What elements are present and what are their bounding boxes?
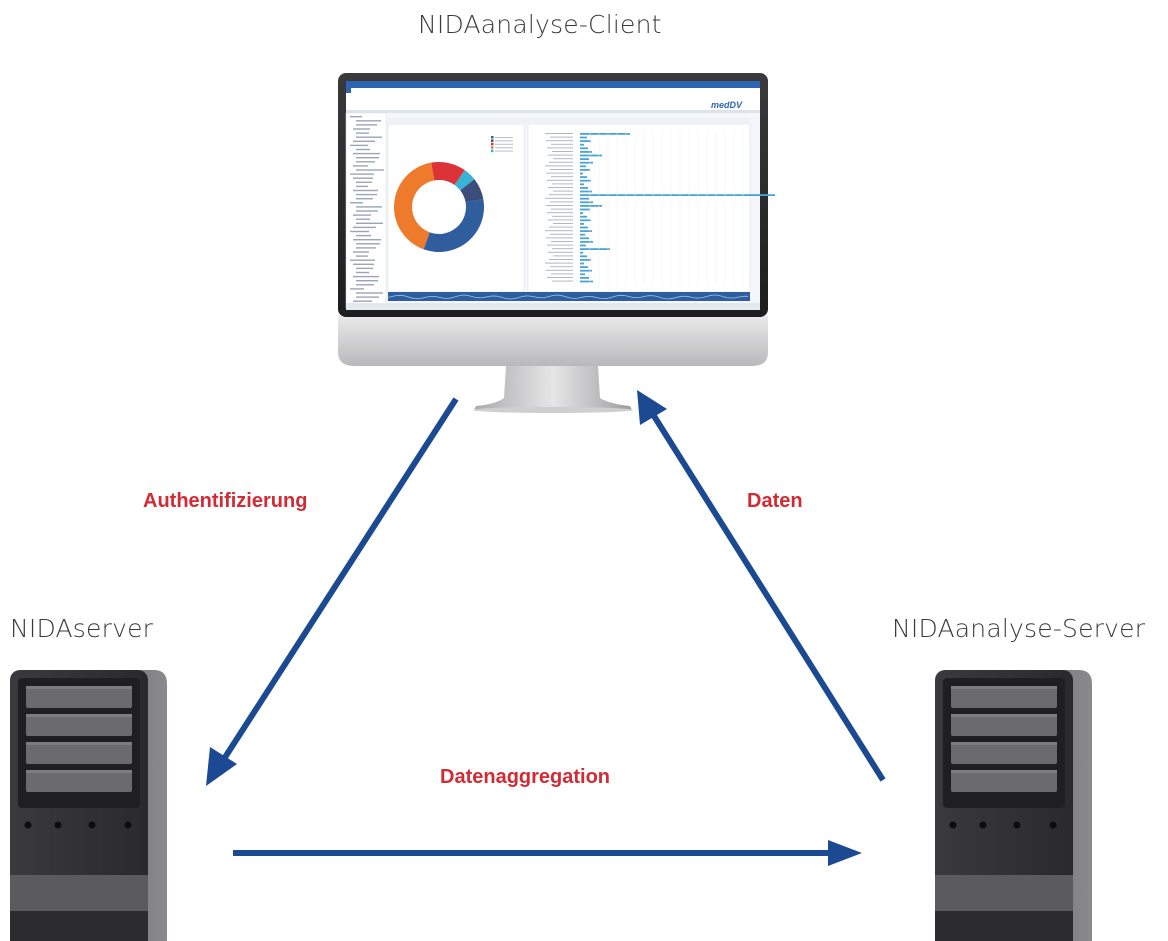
led [54, 821, 62, 829]
bar-16 [580, 190, 592, 193]
donut-slice-0 [394, 162, 435, 250]
bar-41 [580, 280, 593, 283]
led [949, 821, 957, 829]
drive-bay [951, 686, 1057, 708]
bar-9 [580, 165, 586, 168]
bar-36 [580, 262, 584, 265]
bar-27 [580, 230, 592, 232]
nidaserver-title: NIDAserver [10, 614, 154, 643]
arrow-aggregation [233, 840, 862, 866]
bar-19 [580, 201, 593, 204]
bar-24 [580, 219, 591, 222]
bar-15 [580, 187, 588, 189]
led [88, 821, 96, 829]
bar-12 [580, 176, 587, 178]
bar-7 [580, 158, 589, 160]
bar-2 [580, 140, 591, 142]
bar-33 [580, 251, 583, 254]
bar-22 [580, 212, 583, 214]
drive-bay [951, 770, 1057, 792]
bar-28 [580, 233, 585, 236]
authentication-label: Authentifizierung [143, 490, 308, 512]
bar-37 [580, 266, 588, 268]
bar-18 [580, 197, 589, 200]
bar-3 [580, 143, 584, 146]
led [1049, 821, 1057, 829]
aggregation-label: Datenaggregation [440, 766, 611, 788]
nidaanalyse-server-icon [935, 670, 1092, 941]
drive-bay [26, 742, 132, 764]
bar-6 [580, 154, 602, 157]
led [24, 821, 32, 829]
drive-bay [26, 714, 132, 736]
led [1013, 821, 1021, 829]
donut-slice-1 [431, 162, 465, 185]
drive-bay [951, 742, 1057, 764]
nidaserver-icon [10, 670, 167, 941]
bar-31 [580, 244, 586, 247]
data-label: Daten [747, 490, 803, 512]
bar-25 [580, 223, 584, 225]
arrow-authentication [206, 397, 459, 786]
donut-slice-3 [460, 179, 484, 203]
donut-slice-2 [454, 170, 475, 191]
bar-13 [580, 179, 591, 182]
bar-14 [580, 183, 584, 186]
drive-bay [26, 770, 132, 792]
led [124, 821, 132, 829]
screen-brand: medDV [711, 100, 743, 110]
bar-29 [580, 237, 589, 240]
bar-20 [580, 205, 602, 207]
bar-chart [545, 130, 775, 286]
bar-32 [580, 248, 610, 250]
bar-34 [580, 255, 587, 258]
bar-1 [580, 136, 587, 139]
bar-4 [580, 147, 588, 150]
bar-0 [580, 133, 630, 135]
bar-17 [580, 194, 775, 196]
analyse-server-title: NIDAanalyse-Server [892, 614, 1146, 643]
arrow-data [637, 390, 886, 782]
bar-30 [580, 241, 593, 243]
bar-39 [580, 273, 585, 276]
led [979, 821, 987, 829]
drive-bay [26, 686, 132, 708]
bar-5 [580, 151, 592, 153]
bar-40 [580, 277, 589, 279]
bar-11 [580, 172, 583, 175]
client-title: NIDAanalyse-Client [418, 10, 662, 39]
bar-26 [580, 226, 588, 229]
donut-slice-4 [423, 199, 484, 253]
bar-10 [580, 169, 590, 171]
bar-38 [580, 269, 592, 272]
donut-chart [394, 162, 484, 253]
client-monitor: medDV [338, 73, 775, 413]
bar-23 [580, 215, 587, 218]
bar-8 [580, 161, 593, 164]
drive-bay [951, 714, 1057, 736]
bar-21 [580, 208, 590, 211]
bar-35 [580, 259, 591, 261]
